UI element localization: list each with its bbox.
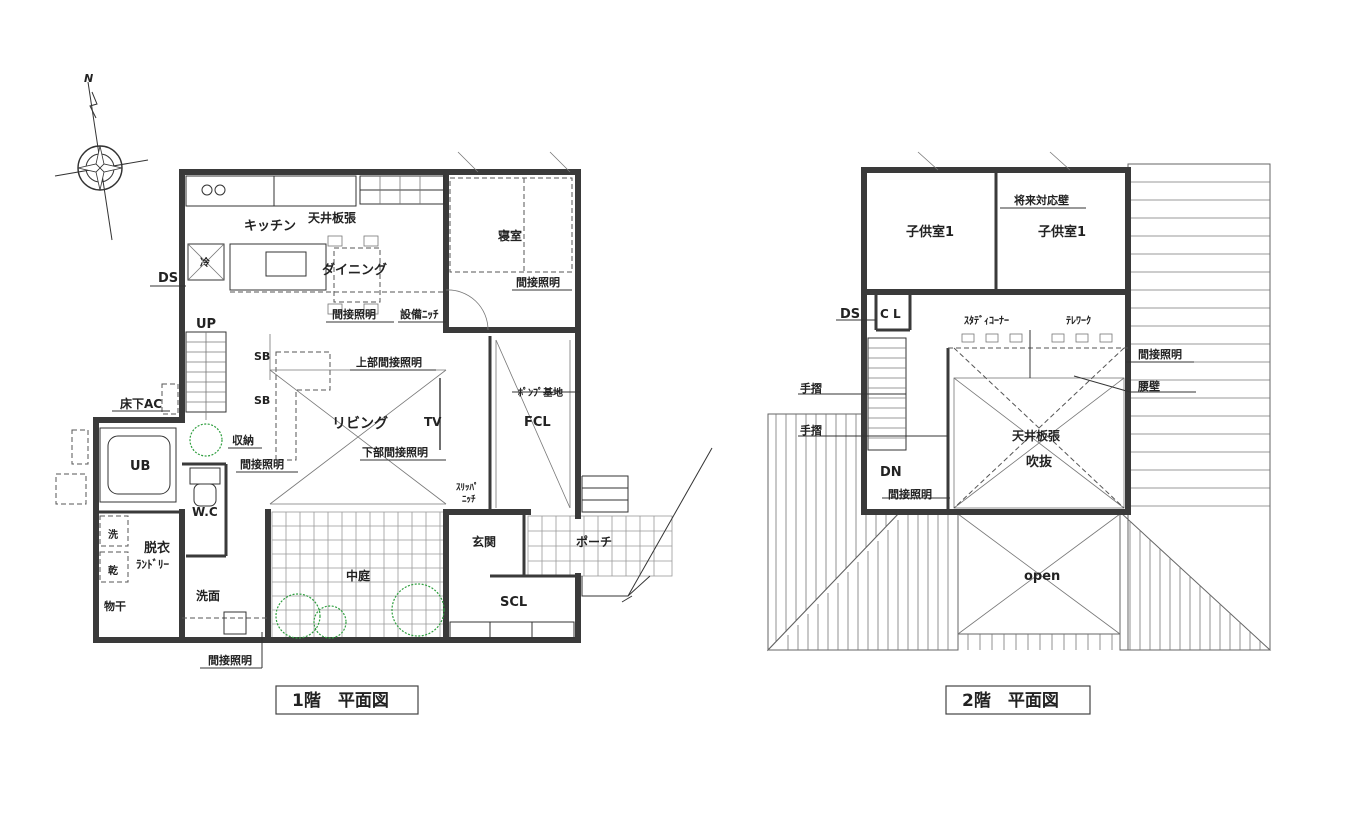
washer-label: 洗 [108, 528, 118, 541]
ds-label: DS [158, 271, 178, 286]
laundry-label: ﾗﾝﾄﾞﾘｰ [136, 557, 169, 571]
floor2-plan [766, 151, 1272, 715]
north-label: N [84, 72, 93, 85]
ceiling-board-label-2f: 天井板張 [1012, 428, 1061, 443]
entrance-label: 玄関 [472, 534, 496, 549]
roof-right [1119, 163, 1272, 651]
tree-icon [189, 423, 223, 457]
sb-label-1: SB [254, 350, 270, 363]
slipper-niche-label-1: ｽﾘｯﾊﾟ [456, 481, 479, 493]
floor2-title: 2階 平面図 [962, 691, 1059, 711]
floor1-plan [55, 151, 713, 715]
child-room-1-label: 子供室1 [906, 224, 954, 240]
child-room-2-label: 子供室1 [1038, 224, 1086, 240]
floor1-title: 1階 平面図 [292, 691, 389, 711]
waist-wall-label: 腰壁 [1137, 379, 1160, 393]
floor-ac-label: 床下AC [120, 396, 162, 411]
tree-icon [313, 605, 347, 639]
indirect-light-living: 間接照明 [240, 457, 284, 471]
courtyard-label: 中庭 [346, 568, 370, 583]
study-corner-label: ｽﾀﾃﾞｨｺｰﾅｰ [964, 314, 1009, 327]
scl-label: SCL [500, 595, 527, 610]
void-label: 吹抜 [1026, 454, 1053, 470]
compass-icon: N [54, 72, 149, 241]
upper-indirect-light-label: 上部間接照明 [356, 355, 422, 369]
tree-icon [391, 583, 445, 637]
indirect-light-bedroom: 間接照明 [516, 275, 560, 289]
tv-label: TV [424, 415, 442, 429]
sb-label-2: SB [254, 394, 270, 407]
equipment-niche-label: 設備ﾆｯﾁ [400, 307, 439, 321]
indirect-light-bottom: 間接照明 [208, 653, 252, 667]
fridge-label: 冷 [200, 256, 210, 269]
porch-paving [527, 447, 713, 603]
open-label: open [1024, 569, 1060, 584]
washroom-label: 洗面 [196, 588, 220, 603]
tree-icon [275, 593, 321, 639]
kitchen-label: キッチン [244, 219, 296, 234]
lower-indirect-light-label: 下部間接照明 [362, 445, 428, 459]
indirect-light-dining: 間接照明 [332, 307, 376, 321]
dryer-label: 乾 [108, 564, 118, 577]
bedroom-label: 寝室 [498, 228, 522, 243]
ds-label-2f: DS [840, 307, 860, 322]
indirect-light-2f-2: 間接照明 [888, 487, 932, 501]
living-label: リビング [332, 415, 388, 432]
handrail-label-1: 手摺 [800, 381, 822, 395]
drying-label: 物干 [104, 599, 126, 613]
bath-ub-label: UB [130, 459, 150, 474]
porch-label: ポーチ [576, 534, 612, 549]
stair-down-label: DN [880, 465, 902, 480]
telework-label: ﾃﾚﾜｰｸ [1066, 315, 1091, 327]
slipper-niche-label-2: ﾆｯﾁ [462, 494, 476, 505]
dining-label: ダイニング [322, 262, 387, 278]
storage-label: 収納 [232, 433, 254, 447]
closet-label: C L [880, 307, 901, 321]
stair-up-label: UP [196, 317, 216, 332]
ceiling-board-label: 天井板張 [308, 210, 357, 225]
fcl-label: FCL [524, 415, 551, 430]
pump-base-label: ﾎﾟﾝﾌﾟ基地 [518, 386, 563, 399]
wc-label: W.C [192, 505, 218, 519]
dressing-label: 脱衣 [144, 540, 170, 556]
indirect-light-2f-1: 間接照明 [1138, 347, 1182, 361]
handrail-label-2: 手摺 [800, 423, 822, 437]
future-wall-label: 将来対応壁 [1014, 193, 1069, 207]
